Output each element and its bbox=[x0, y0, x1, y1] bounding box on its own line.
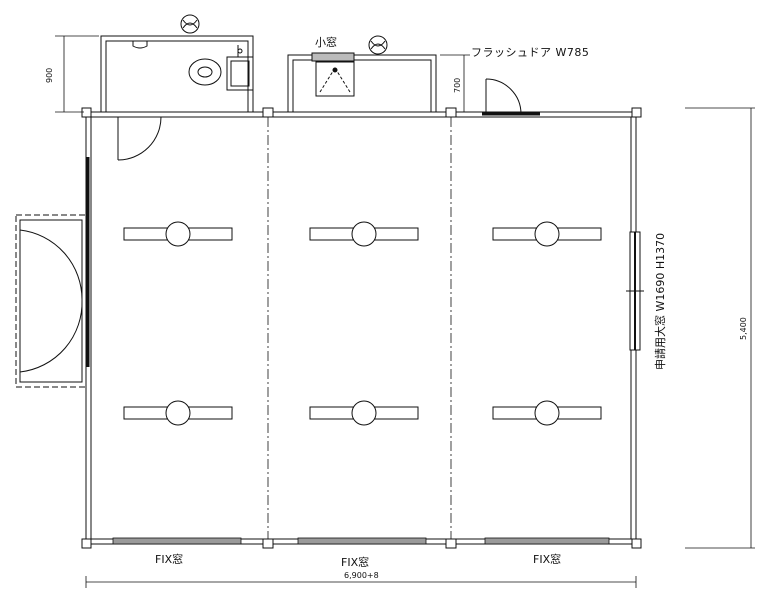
light-fixture-icon bbox=[492, 400, 602, 426]
column-posts bbox=[81, 107, 642, 549]
flush-door bbox=[482, 78, 540, 116]
light-fixture-icon bbox=[309, 400, 419, 426]
large-window-label: 申請用大窓 W1690 H1370 bbox=[653, 233, 667, 370]
fix-window-label-1: FIX窓 bbox=[155, 552, 183, 566]
light-fixtures bbox=[123, 221, 602, 426]
ventilation-fan-icon bbox=[180, 14, 200, 34]
dimension-lines bbox=[55, 35, 755, 588]
flush-door-label: フラッシュドア W785 bbox=[471, 46, 589, 59]
toilet-depth-dimension: 900 bbox=[45, 68, 54, 83]
sink-depth-dimension: 700 bbox=[453, 78, 462, 93]
fix-window-label-2: FIX窓 bbox=[341, 555, 369, 569]
fix-windows bbox=[112, 537, 610, 545]
room-dividers bbox=[267, 117, 452, 539]
total-height-dimension: 5,400 bbox=[739, 317, 748, 340]
light-fixture-icon bbox=[123, 400, 233, 426]
total-width-dimension: 6,900+8 bbox=[344, 571, 379, 580]
sink-room bbox=[287, 52, 437, 112]
small-window-label: 小窓 bbox=[315, 35, 337, 49]
double-door bbox=[15, 157, 90, 388]
small-window bbox=[311, 52, 355, 62]
ventilation-fan-icon-2 bbox=[368, 35, 388, 55]
entry-door-arc bbox=[117, 116, 162, 161]
light-fixture-icon bbox=[123, 221, 233, 247]
toilet-bowl bbox=[188, 58, 222, 86]
main-building bbox=[85, 111, 637, 545]
fix-window-label-3: FIX窓 bbox=[533, 552, 561, 566]
sink-basin bbox=[315, 61, 355, 97]
toilet-tank bbox=[226, 56, 254, 91]
large-window bbox=[626, 231, 644, 351]
light-fixture-icon bbox=[492, 221, 602, 247]
light-fixture-icon bbox=[309, 221, 419, 247]
toilet-room bbox=[100, 35, 254, 112]
